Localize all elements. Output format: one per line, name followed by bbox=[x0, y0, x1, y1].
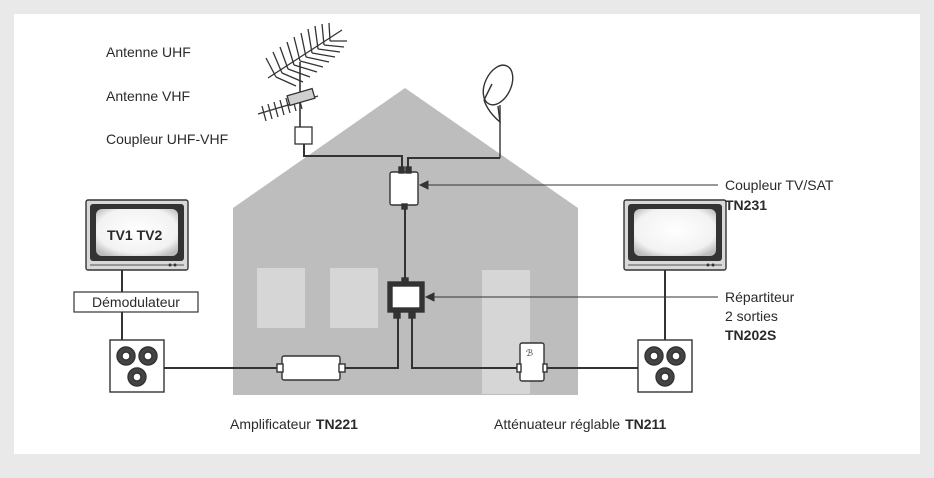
label-amplifier-name: Amplificateur bbox=[230, 416, 311, 432]
demodulator-box bbox=[73, 291, 199, 313]
label-coupler-tv-sat-ref: TN231 bbox=[725, 197, 767, 213]
callout-arrows bbox=[418, 180, 718, 302]
wall-socket-left-icon bbox=[109, 339, 165, 393]
label-splitter-ref: TN202S bbox=[725, 327, 776, 343]
tv-left-icon bbox=[85, 199, 189, 271]
label-antenna-uhf: Antenne UHF bbox=[106, 44, 191, 60]
amplifier-device bbox=[276, 355, 346, 381]
uhf-vhf-coupler-box bbox=[294, 126, 313, 145]
label-splitter-line1: Répartiteur bbox=[725, 289, 795, 305]
uhf-antenna-icon bbox=[265, 22, 347, 87]
label-splitter-line2: 2 sorties bbox=[725, 308, 778, 324]
label-amplifier-ref: TN221 bbox=[316, 416, 358, 432]
house-window-left bbox=[257, 268, 305, 328]
label-attenuator-ref: TN211 bbox=[625, 416, 666, 432]
tv-sat-coupler-device bbox=[389, 166, 419, 210]
attenuator-device: ℬ bbox=[516, 342, 548, 382]
svg-text:ℬ: ℬ bbox=[526, 348, 533, 358]
label-antenna-vhf: Antenne VHF bbox=[106, 88, 190, 104]
wall-socket-right-icon bbox=[637, 339, 693, 393]
house-window-middle bbox=[330, 268, 378, 328]
label-tv-left: TV1 TV2 bbox=[107, 227, 162, 243]
label-amplifier: Amplificateur TN221 bbox=[230, 416, 358, 432]
satellite-dish-icon bbox=[482, 64, 514, 158]
label-attenuator: Atténuateur réglable TN211 bbox=[494, 416, 667, 432]
label-coupler-uhf-vhf: Coupleur UHF-VHF bbox=[106, 131, 228, 147]
tv-right-icon bbox=[623, 199, 727, 271]
label-attenuator-name: Atténuateur réglable bbox=[494, 416, 620, 432]
vhf-antenna-icon bbox=[257, 87, 319, 122]
label-demodulator: Démodulateur bbox=[92, 294, 180, 310]
splitter-device bbox=[387, 277, 425, 319]
label-coupler-tv-sat: Coupleur TV/SAT bbox=[725, 177, 834, 193]
